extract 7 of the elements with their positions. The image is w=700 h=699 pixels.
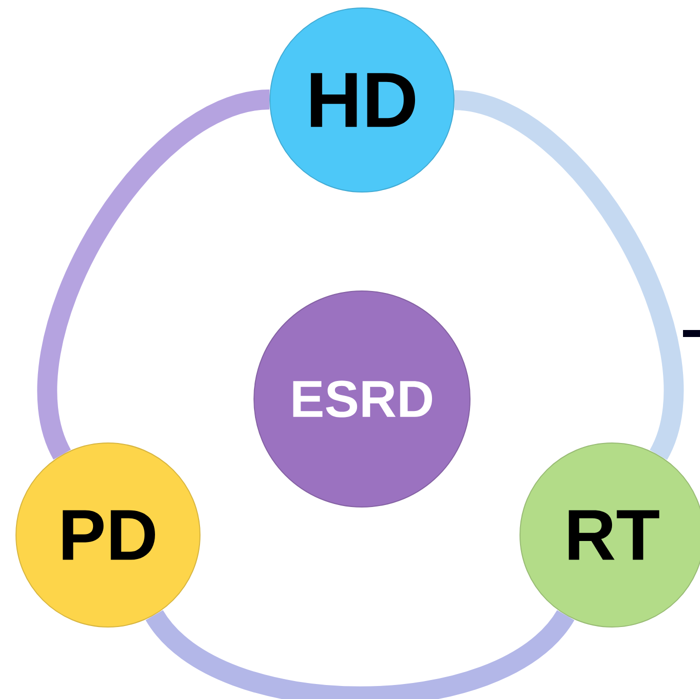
circle-node: RT [520, 442, 700, 628]
ring-arc [452, 90, 684, 459]
ring-arc [146, 608, 574, 699]
circle-node: HD [270, 8, 454, 192]
circle-node: PD [16, 442, 200, 628]
ring-arc [37, 90, 271, 458]
circle-node: ESRD [254, 290, 470, 508]
